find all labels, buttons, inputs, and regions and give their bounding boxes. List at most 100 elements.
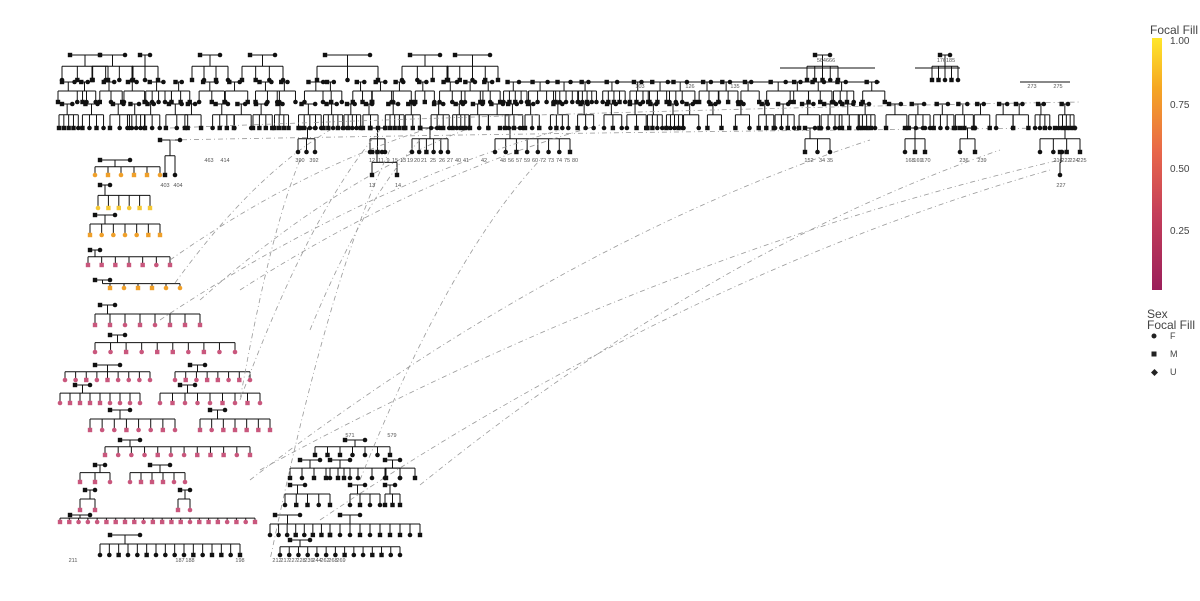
individual-marker[interactable] [167, 322, 173, 328]
individual-marker[interactable] [305, 552, 310, 558]
individual-marker[interactable] [333, 552, 338, 558]
individual-marker[interactable] [406, 101, 411, 107]
individual-marker[interactable] [1077, 149, 1083, 155]
individual-marker[interactable] [117, 362, 123, 368]
individual-marker[interactable] [227, 79, 232, 85]
individual-marker[interactable] [495, 77, 501, 83]
individual-marker[interactable] [127, 479, 133, 485]
individual-marker[interactable] [409, 149, 415, 155]
individual-marker[interactable] [382, 79, 388, 85]
individual-marker[interactable] [125, 79, 131, 85]
individual-marker[interactable] [263, 101, 269, 107]
individual-marker[interactable] [931, 125, 936, 131]
individual-marker[interactable] [545, 79, 550, 85]
individual-marker[interactable] [69, 101, 75, 107]
individual-marker[interactable] [243, 519, 249, 525]
individual-marker[interactable] [627, 101, 633, 107]
individual-marker[interactable] [431, 149, 436, 155]
individual-marker[interactable] [387, 532, 393, 538]
individual-marker[interactable] [578, 101, 583, 107]
individual-marker[interactable] [410, 125, 415, 131]
individual-marker[interactable] [811, 101, 816, 107]
individual-marker[interactable] [810, 79, 815, 85]
individual-marker[interactable] [133, 125, 139, 131]
individual-marker[interactable] [791, 125, 797, 131]
individual-marker[interactable] [936, 77, 941, 83]
individual-marker[interactable] [462, 125, 468, 131]
individual-marker[interactable] [382, 457, 388, 463]
individual-marker[interactable] [121, 101, 126, 107]
individual-marker[interactable] [357, 512, 363, 518]
individual-marker[interactable] [245, 99, 250, 105]
individual-marker[interactable] [821, 101, 827, 107]
individual-marker[interactable] [177, 285, 183, 291]
individual-marker[interactable] [312, 101, 318, 107]
individual-marker[interactable] [167, 462, 173, 468]
individual-marker[interactable] [327, 475, 333, 481]
individual-marker[interactable] [363, 101, 369, 107]
individual-marker[interactable] [912, 149, 918, 155]
individual-marker[interactable] [122, 52, 128, 58]
individual-marker[interactable] [342, 552, 347, 558]
individual-marker[interactable] [387, 125, 393, 131]
individual-marker[interactable] [139, 349, 144, 355]
individual-marker[interactable] [341, 475, 347, 481]
individual-marker[interactable] [341, 125, 347, 131]
individual-marker[interactable] [232, 125, 237, 131]
individual-marker[interactable] [155, 77, 161, 83]
individual-marker[interactable] [312, 452, 318, 458]
individual-marker[interactable] [138, 479, 144, 485]
individual-marker[interactable] [345, 125, 351, 131]
individual-marker[interactable] [323, 552, 329, 558]
individual-marker[interactable] [492, 149, 498, 155]
individual-marker[interactable] [312, 125, 318, 131]
individual-marker[interactable] [659, 125, 665, 131]
individual-marker[interactable] [301, 125, 307, 131]
individual-marker[interactable] [214, 79, 219, 85]
individual-marker[interactable] [200, 552, 205, 558]
individual-marker[interactable] [937, 52, 943, 58]
individual-marker[interactable] [131, 172, 137, 178]
individual-marker[interactable] [144, 552, 149, 558]
individual-marker[interactable] [441, 79, 446, 85]
individual-marker[interactable] [535, 149, 541, 155]
individual-marker[interactable] [634, 99, 639, 105]
individual-marker[interactable] [306, 79, 311, 85]
individual-marker[interactable] [175, 507, 181, 513]
individual-marker[interactable] [344, 101, 350, 107]
individual-marker[interactable] [556, 149, 562, 155]
individual-marker[interactable] [92, 322, 98, 328]
individual-marker[interactable] [247, 377, 253, 383]
individual-marker[interactable] [107, 182, 113, 188]
individual-marker[interactable] [149, 125, 155, 131]
individual-marker[interactable] [74, 99, 80, 105]
individual-marker[interactable] [136, 101, 142, 107]
individual-marker[interactable] [382, 502, 388, 508]
individual-marker[interactable] [835, 79, 840, 85]
individual-marker[interactable] [267, 532, 273, 538]
individual-marker[interactable] [452, 52, 458, 58]
individual-marker[interactable] [872, 125, 878, 131]
individual-marker[interactable] [75, 77, 80, 83]
individual-marker[interactable] [326, 125, 331, 131]
individual-marker[interactable] [92, 172, 98, 178]
individual-marker[interactable] [480, 101, 485, 107]
individual-marker[interactable] [586, 79, 591, 85]
individual-marker[interactable] [226, 377, 231, 383]
individual-marker[interactable] [314, 77, 320, 83]
individual-marker[interactable] [279, 79, 284, 85]
individual-marker[interactable] [171, 479, 177, 485]
individual-marker[interactable] [645, 125, 650, 131]
individual-marker[interactable] [104, 519, 109, 525]
individual-marker[interactable] [161, 79, 166, 85]
individual-marker[interactable] [604, 79, 609, 85]
individual-marker[interactable] [417, 532, 423, 538]
individual-marker[interactable] [239, 77, 245, 83]
individual-marker[interactable] [444, 77, 450, 83]
individual-marker[interactable] [357, 502, 363, 508]
individual-marker[interactable] [975, 101, 980, 107]
individual-marker[interactable] [294, 502, 299, 508]
individual-marker[interactable] [818, 99, 823, 105]
individual-marker[interactable] [347, 482, 353, 488]
individual-marker[interactable] [92, 277, 98, 283]
